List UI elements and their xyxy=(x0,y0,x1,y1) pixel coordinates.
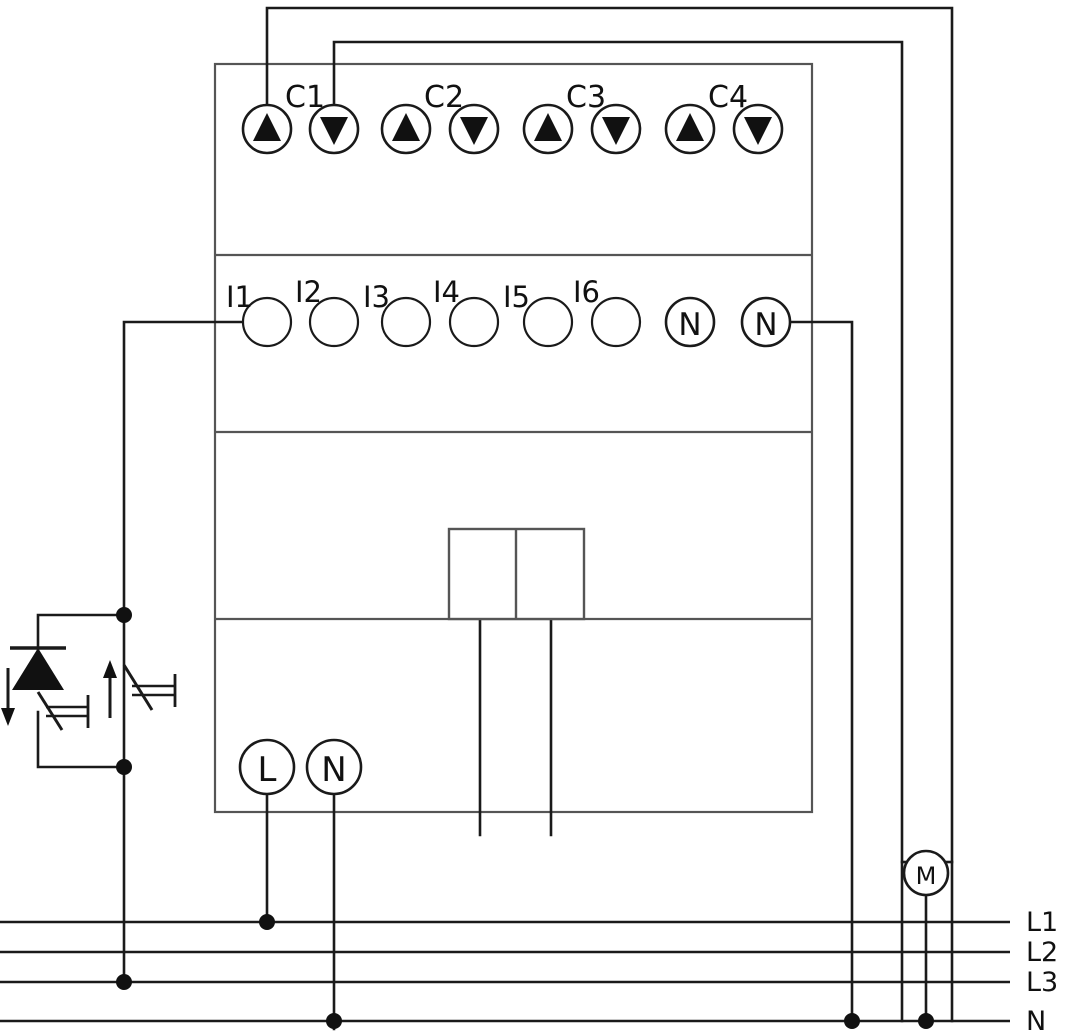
busbar-rails xyxy=(0,920,1010,1023)
triangle-down-icon xyxy=(744,117,772,145)
switch-blade xyxy=(122,664,154,711)
wire-diode-top-branch xyxy=(36,613,126,652)
junction-dot-n-motor xyxy=(918,1013,934,1029)
busbar-label-l1: L1 xyxy=(1026,907,1058,938)
terminal-circle xyxy=(305,738,363,796)
channel-label-c3: C3 xyxy=(566,80,606,115)
channel-label-c4: C4 xyxy=(708,80,748,115)
device-outline xyxy=(213,62,814,814)
arrow-down-icon xyxy=(1,668,15,726)
external-pushbutton-group xyxy=(1,640,177,731)
input-terminal-i2[interactable] xyxy=(308,296,360,348)
channel-terminal-c3-down[interactable] xyxy=(590,103,642,155)
channel-terminal-row xyxy=(241,103,784,155)
input-terminal-i1[interactable] xyxy=(241,296,293,348)
triangle-up-icon xyxy=(253,113,281,141)
channel-terminal-c2-up[interactable] xyxy=(380,103,432,155)
channel-terminal-c4-down[interactable] xyxy=(732,103,784,155)
triangle-up-icon xyxy=(534,113,562,141)
relay-output-block xyxy=(447,527,586,621)
pushbutton-up[interactable] xyxy=(122,640,177,718)
diode-symbol xyxy=(10,646,66,690)
wire-diode-bottom-branch xyxy=(36,710,126,769)
channel-terminal-c1-down[interactable] xyxy=(308,103,360,155)
junction-dot-l3 xyxy=(116,974,132,990)
busbar-label-l2: L2 xyxy=(1026,937,1058,968)
input-label-i3: I3 xyxy=(363,280,390,314)
input-label-i4: I4 xyxy=(433,275,460,309)
busbar-label-n: N xyxy=(1026,1006,1046,1036)
device-body xyxy=(213,62,814,814)
neutral-terminal-label: N xyxy=(754,307,777,343)
neutral-terminal-2[interactable]: N xyxy=(740,296,792,348)
wire-device-neutral-to-rail xyxy=(788,320,854,1023)
busbar-labels: L1 L2 L3 N xyxy=(1026,907,1058,1036)
input-terminal-i6[interactable] xyxy=(590,296,642,348)
junction-dot-l1 xyxy=(259,914,275,930)
terminal-circle xyxy=(238,738,296,796)
junction-dot-pushbutton-top xyxy=(116,607,132,623)
junction-dot-n-supply xyxy=(326,1013,342,1029)
input-label-i6: I6 xyxy=(573,275,600,309)
channel-labels: C1 C2 C3 C4 xyxy=(285,80,748,115)
input-label-i1: I1 xyxy=(226,280,253,314)
switch-blade xyxy=(36,691,64,731)
triangle-down-icon xyxy=(460,117,488,145)
neutral-terminal-label: N xyxy=(678,307,701,343)
arrow-up-icon xyxy=(103,660,117,718)
channel-label-c1: C1 xyxy=(285,80,325,115)
junction-dot-pushbutton-bottom xyxy=(116,759,132,775)
input-label-i2: I2 xyxy=(295,275,322,309)
junction-dot-n-device xyxy=(844,1013,860,1029)
supply-terminal-row: L N xyxy=(238,738,363,796)
switch-spacer xyxy=(124,640,148,718)
neutral-terminal-1[interactable]: N xyxy=(664,296,716,348)
supply-terminal-label: L xyxy=(258,750,277,790)
arrow-head xyxy=(103,660,117,678)
arrow-head xyxy=(1,708,15,726)
input-label-i5: I5 xyxy=(503,280,530,314)
input-terminal-labels: I1 I2 I3 I4 I5 I6 xyxy=(226,275,600,314)
junction-dots xyxy=(116,607,934,1029)
input-terminal-i3[interactable] xyxy=(380,296,432,348)
channel-terminal-c2-down[interactable] xyxy=(448,103,500,155)
triangle-up-icon xyxy=(676,113,704,141)
wire-c1-up-to-neutral xyxy=(265,6,954,1023)
terminal-circle xyxy=(664,296,716,348)
diode-triangle xyxy=(12,648,64,690)
triangle-down-icon xyxy=(602,117,630,145)
motor-symbol: M xyxy=(902,849,950,897)
triangle-down-icon xyxy=(320,117,348,145)
supply-terminal-label: N xyxy=(321,750,346,790)
triangle-up-icon xyxy=(392,113,420,141)
channel-terminal-c4-up[interactable] xyxy=(664,103,716,155)
terminal-circle xyxy=(740,296,792,348)
pushbutton-down[interactable] xyxy=(36,691,90,731)
motor-label: M xyxy=(916,862,937,890)
motor-circle xyxy=(902,849,950,897)
busbar-label-l3: L3 xyxy=(1026,967,1058,998)
input-terminal-i4[interactable] xyxy=(448,296,500,348)
channel-terminal-c3-up[interactable] xyxy=(522,103,574,155)
wire-c1-down-to-neutral xyxy=(332,40,904,1023)
input-terminal-i5[interactable] xyxy=(522,296,574,348)
channel-label-c2: C2 xyxy=(424,80,464,115)
supply-terminal-n[interactable]: N xyxy=(305,738,363,796)
input-terminal-row: N N xyxy=(241,296,792,348)
channel-terminal-c1-up[interactable] xyxy=(241,103,293,155)
supply-terminal-l[interactable]: L xyxy=(238,738,296,796)
wiring-lines xyxy=(36,6,954,1031)
